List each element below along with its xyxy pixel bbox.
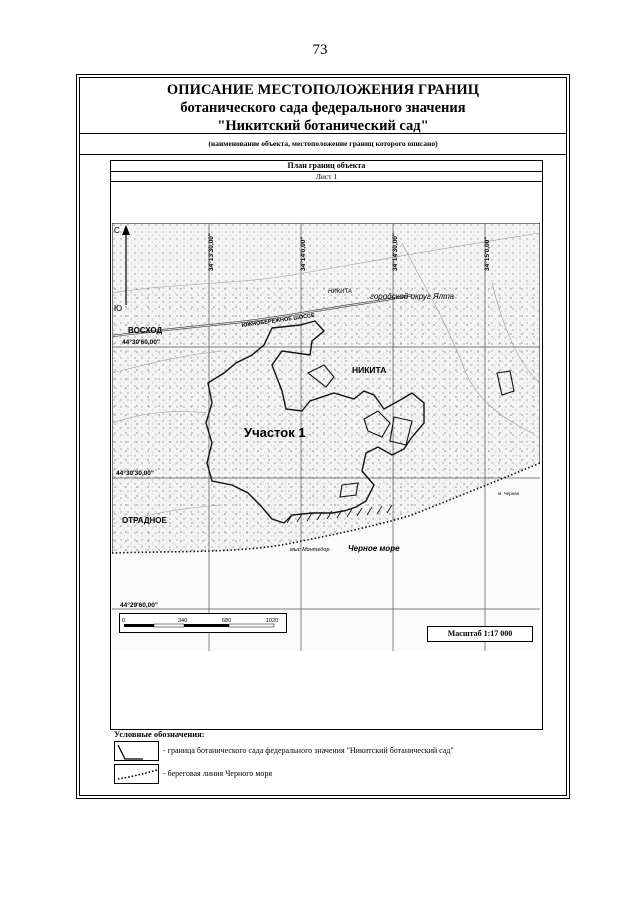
label-nikita: НИКИТА [352,365,386,375]
title-line-3: "Никитский ботанический сад" [217,118,429,134]
page-number: 73 [312,42,328,58]
coord-top-1: 34°13'30,00" [207,233,215,271]
shore-hatch [286,504,393,524]
label-voskhod: ВОСХОД [128,326,163,335]
coord-top-2: 34°14'0,00" [299,237,307,271]
title-divider [80,133,566,134]
highway-inner [112,294,413,337]
scale-bar: 0 340 680 1020 [119,613,287,633]
legend-title: Условные обозначения: [114,729,205,739]
boundary-map: С Ю 34°13'30,00" 34°14'0,00" 34°14'30,00… [112,223,540,651]
legend-boundary-text: - граница ботанического сада федеральног… [163,746,454,755]
coord-left-2: 44°30'30,00" [116,469,154,477]
title-line-2: ботанического сада федерального значения [180,100,466,116]
label-sea: Черное море [348,544,400,553]
label-uchastok: Участок 1 [244,425,306,440]
legend-item-coastline: - береговая линия Черного моря [114,764,534,786]
coord-top-3: 34°14'30,00" [391,233,399,271]
north-arrow [122,225,130,305]
south-label: Ю [114,304,122,313]
plan-box: План границ объекта Лист 1 [110,160,543,730]
coordinate-grid [112,223,540,651]
site-parcels [306,364,515,498]
legend-coastline-symbol [114,764,159,784]
document-inner-frame: ОПИСАНИЕ МЕСТОПОЛОЖЕНИЯ ГРАНИЦ ботаничес… [79,77,567,796]
contour-lines [112,232,540,524]
scale-tick-0: 0 [122,618,125,624]
legend-boundary-symbol [114,741,159,761]
title-line-1: ОПИСАНИЕ МЕСТОПОЛОЖЕНИЯ ГРАНИЦ [166,82,480,98]
scale-ratio: Масштаб 1:17 000 [427,626,533,642]
document-frame: ОПИСАНИЕ МЕСТОПОЛОЖЕНИЯ ГРАНИЦ ботаничес… [76,74,570,799]
label-yalta: городской округ Ялта [370,292,455,301]
coord-left-3: 44°29'60,00" [120,601,158,609]
legend-coastline-text: - береговая линия Черного моря [163,769,273,778]
plan-sheet: Лист 1 [111,172,542,182]
label-nikita-small: НИКИТА [328,289,352,295]
legend: Условные обозначения: - граница ботаниче… [110,726,541,806]
title-note: (наименование объекта, местоположение гр… [208,139,438,148]
label-chernaya: м. Черная [498,491,520,496]
legend-boundary-icon [117,744,143,760]
scale-tick-340: 340 [178,618,187,624]
legend-item-boundary: - граница ботанического сада федеральног… [114,741,534,763]
plan-title: План границ объекта [111,161,542,172]
scale-tick-1020: 1020 [266,618,278,624]
site-boundary [205,320,425,524]
scale-bar-graphic: 0 340 680 1020 [122,618,278,628]
scale-tick-680: 680 [222,618,231,624]
coord-left-1: 44°30'60,00" [122,338,160,346]
legend-coastline-icon [117,769,158,780]
title-block: ОПИСАНИЕ МЕСТОПОЛОЖЕНИЯ ГРАНИЦ ботаничес… [80,78,566,155]
north-label: С [114,226,120,235]
sea-area [112,463,540,651]
label-montedor: мыс Монтедор [290,547,330,553]
coord-top-4: 34°15'0,00" [483,237,491,271]
label-otradnoe: ОТРАДНОЕ [122,516,168,525]
